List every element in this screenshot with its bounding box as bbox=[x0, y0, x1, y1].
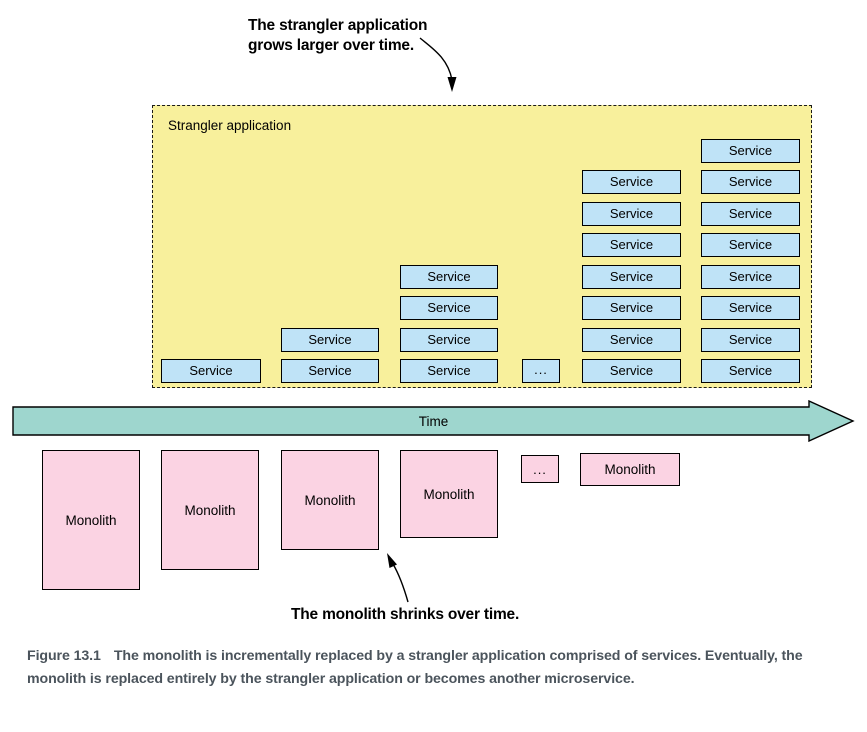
annotation-arrow-bottom bbox=[387, 553, 409, 603]
service-box[interactable]: Service bbox=[701, 359, 800, 383]
monolith-5[interactable]: Monolith bbox=[580, 453, 680, 486]
service-box[interactable]: Service bbox=[701, 233, 800, 257]
service-box[interactable]: Service bbox=[582, 359, 681, 383]
service-box[interactable]: Service bbox=[582, 327, 681, 352]
monolith-1[interactable]: Monolith bbox=[42, 450, 140, 590]
service-box[interactable]: Service bbox=[701, 138, 800, 163]
service-column-stage-1: Service bbox=[161, 359, 261, 383]
monolith-4[interactable]: Monolith bbox=[400, 450, 498, 538]
strangler-application-label: Strangler application bbox=[168, 118, 292, 133]
service-box[interactable]: Service bbox=[701, 327, 800, 352]
service-box[interactable]: Service bbox=[701, 201, 800, 226]
service-box[interactable]: Service bbox=[701, 264, 800, 289]
service-box[interactable]: Service bbox=[281, 327, 379, 352]
service-box[interactable]: Service bbox=[400, 359, 498, 383]
service-box[interactable]: Service bbox=[701, 296, 800, 320]
monolith-ellipsis-box[interactable]: ... bbox=[521, 455, 559, 483]
figure-caption-text: The monolith is incrementally replaced b… bbox=[27, 648, 803, 687]
service-box[interactable]: Service bbox=[582, 201, 681, 226]
service-box[interactable]: Service bbox=[582, 264, 681, 289]
figure-number: Figure 13.1 bbox=[27, 648, 101, 664]
annotation-monolith-shrinks: The monolith shrinks over time. bbox=[291, 606, 520, 623]
monolith-3[interactable]: Monolith bbox=[281, 450, 379, 550]
monolith-2[interactable]: Monolith bbox=[161, 450, 259, 570]
service-box[interactable]: Service bbox=[701, 170, 800, 194]
time-arrow bbox=[12, 400, 855, 442]
service-box[interactable]: Service bbox=[161, 359, 261, 383]
service-box[interactable]: Service bbox=[582, 233, 681, 257]
service-box[interactable]: Service bbox=[582, 296, 681, 320]
service-box[interactable]: Service bbox=[400, 327, 498, 352]
service-box[interactable]: Service bbox=[281, 359, 379, 383]
service-box[interactable]: Service bbox=[582, 170, 681, 194]
service-box[interactable]: Service bbox=[400, 264, 498, 289]
annotation-strangler-grows: The strangler application grows larger o… bbox=[248, 17, 428, 54]
service-column-stage-gap: ... bbox=[522, 359, 560, 383]
annotation-arrow-top bbox=[419, 37, 457, 92]
service-box[interactable]: Service bbox=[400, 296, 498, 320]
service-ellipsis-box[interactable]: ... bbox=[522, 359, 560, 383]
